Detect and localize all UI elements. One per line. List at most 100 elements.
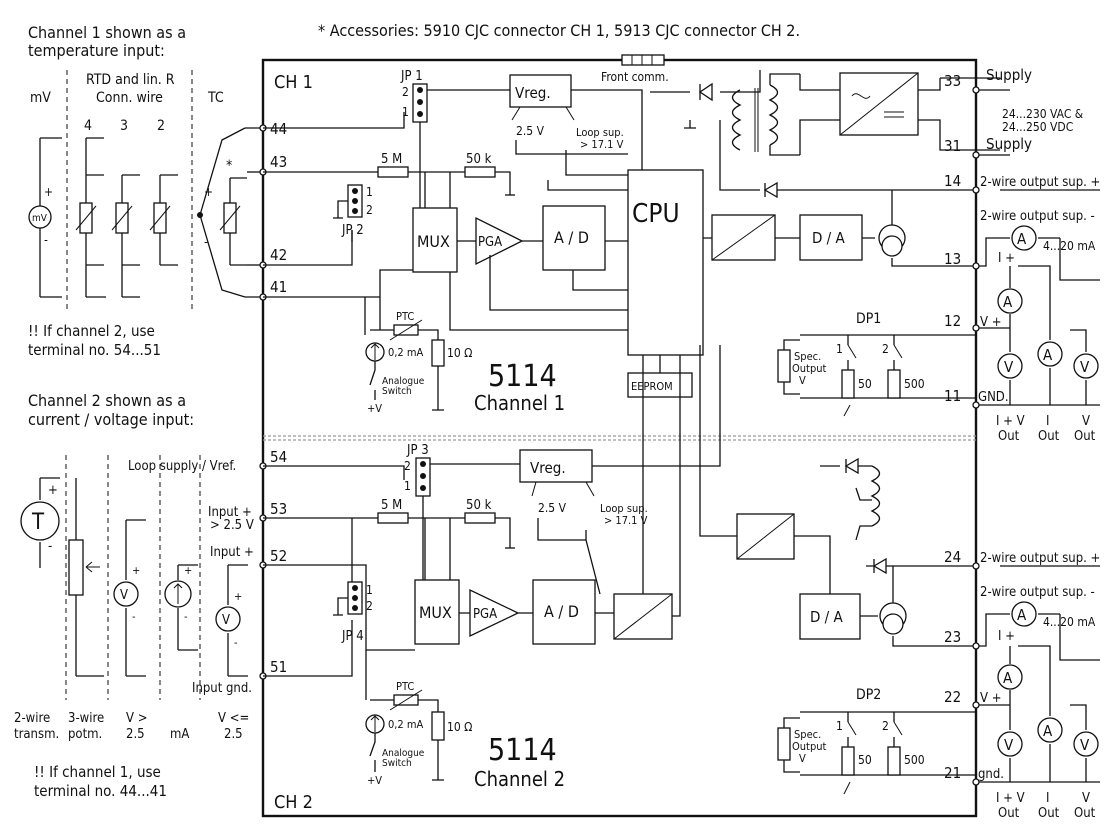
svg-text:+: + (204, 185, 213, 199)
svg-text:I +: I + (998, 629, 1015, 644)
terminal-21: 21 (944, 764, 961, 782)
ch1-v-meter-icon (997, 353, 1023, 379)
sup24-label: 2-wire output sup. + (980, 551, 1100, 566)
terminal-51: 51 (270, 658, 287, 676)
svg-text:Switch: Switch (382, 386, 412, 397)
svg-text:Vreg.: Vreg. (515, 84, 551, 102)
svg-text:V: V (1004, 736, 1014, 754)
svg-text:+: + (44, 185, 53, 199)
ch1-note-line2: terminal no. 54...51 (28, 341, 161, 359)
svg-text:500: 500 (904, 753, 925, 767)
svg-text:V: V (1080, 736, 1090, 754)
ch2-label: CH 2 (274, 792, 313, 813)
dp2-500-resistor-icon (887, 746, 901, 776)
svg-text:+V: +V (367, 402, 382, 415)
svg-text:PTC: PTC (396, 680, 414, 693)
ch2-input-title-line1: Channel 2 shown as a (28, 391, 186, 410)
ch1-v-out-meter-icon (1073, 353, 1099, 379)
terminal-42: 42 (270, 246, 287, 264)
jp3-label: JP 3 (406, 443, 429, 458)
terminal-24: 24 (944, 548, 961, 566)
ch2-50k-resistor-icon (464, 512, 496, 524)
svg-text:PGA: PGA (478, 235, 502, 250)
svg-text:1: 1 (402, 105, 409, 119)
ch1-50k-resistor-icon (464, 166, 496, 178)
svg-text:Spec.: Spec. (794, 728, 821, 741)
ch2-5m-resistor-icon (377, 512, 409, 524)
svg-text:-: - (204, 235, 208, 249)
svg-text:2: 2 (402, 85, 409, 99)
ch1-out-4: Out (1038, 429, 1060, 444)
ch2-out-3: I (1046, 791, 1049, 806)
supply-label-top: Supply (986, 66, 1032, 84)
svg-text:2.5 V: 2.5 V (516, 124, 545, 138)
module-frame (261, 58, 978, 818)
ch2-out-6: Out (1074, 806, 1096, 821)
ch2-input1-label: Input + (208, 505, 252, 520)
terminal-13: 13 (944, 250, 961, 268)
svg-text:Loop sup.: Loop sup. (576, 126, 624, 139)
ch1-5m-resistor-icon (377, 166, 409, 178)
svg-text:*: * (226, 158, 232, 174)
ch2-inputgnd-label: Input gnd. (192, 681, 252, 696)
ch2-input-title-line2: current / voltage input: (28, 410, 194, 429)
lbl-v-gt-1: V > (126, 711, 148, 726)
ch1-ad-block (542, 205, 606, 271)
svg-text:1: 1 (366, 185, 373, 199)
svg-text:10 Ω: 10 Ω (447, 720, 472, 734)
svg-text:A / D: A / D (544, 602, 579, 621)
ch1-out-3: I (1046, 414, 1049, 429)
lbl-ma: mA (170, 727, 189, 742)
vplus-label: V + (980, 315, 1002, 330)
ch1-input-title-line2: temperature input: (28, 41, 165, 60)
sup13-label: 2-wire output sup. - (980, 209, 1095, 224)
cpu-block (627, 169, 704, 356)
svg-text:A: A (1017, 606, 1027, 624)
terminal-33: 33 (944, 72, 961, 90)
thermocouple-junction-icon (197, 212, 203, 218)
svg-text:-: - (48, 539, 52, 554)
svg-text:> 17.1 V: > 17.1 V (604, 514, 648, 527)
accessories-note: * Accessories: 5910 CJC connector CH 1, … (318, 21, 800, 40)
svg-text:A: A (1043, 722, 1053, 740)
svg-text:500: 500 (904, 377, 925, 391)
front-comm-connector (621, 54, 665, 66)
svg-text:1: 1 (836, 342, 843, 356)
ch1-input-title-line1: Channel 1 shown as a (28, 23, 186, 42)
ch2-loopref-label: Loop supply / Vref. (128, 459, 236, 474)
jp1-label: JP 1 (400, 69, 423, 84)
dp2-50-resistor-icon (841, 746, 855, 776)
svg-text:> 17.1 V: > 17.1 V (580, 138, 624, 151)
ch2-a-meter-icon (997, 664, 1023, 690)
svg-text:+: + (48, 483, 58, 498)
rtd-label-line2: Conn. wire (96, 90, 163, 106)
svg-text:10 Ω: 10 Ω (447, 346, 472, 360)
svg-text:+: + (132, 564, 140, 577)
svg-text:PGA: PGA (473, 607, 497, 622)
svg-text:5 M: 5 M (381, 498, 402, 513)
svg-text:-: - (234, 636, 238, 649)
terminal-44: 44 (270, 120, 287, 138)
svg-text:V: V (1080, 358, 1090, 376)
svg-text:1: 1 (404, 479, 411, 493)
svg-text:Analogue: Analogue (382, 748, 425, 759)
front-comm-label: Front comm. (601, 70, 669, 84)
ch1-out-5: V (1082, 414, 1090, 429)
svg-text:0,2 mA: 0,2 mA (388, 718, 424, 731)
ch2-name: Channel 2 (474, 767, 565, 791)
vplus-label-2: V + (980, 691, 1002, 706)
ch2-i-meter-icon (1037, 717, 1063, 743)
terminal-22: 22 (944, 688, 961, 706)
terminal-31: 31 (944, 137, 961, 155)
ch1-name: Channel 1 (474, 391, 565, 415)
svg-text:+V: +V (367, 774, 382, 787)
eeprom-block (627, 372, 693, 398)
svg-text:T: T (31, 510, 45, 535)
dp1-spec-output-icon (777, 349, 791, 383)
svg-text:2: 2 (404, 459, 411, 473)
ch2-da-block (799, 593, 861, 640)
ch2-10ohm-resistor-icon (431, 711, 445, 741)
low-voltage-source-icon (215, 606, 241, 632)
svg-text:1: 1 (836, 719, 843, 733)
lbl-v-le-2: 2.5 (224, 727, 243, 742)
